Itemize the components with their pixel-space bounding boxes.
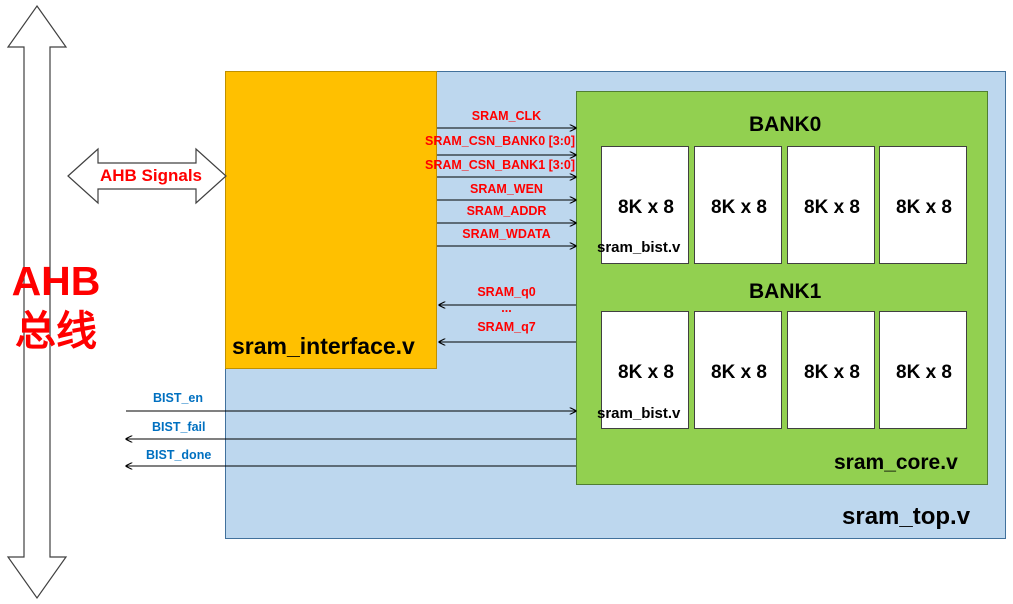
bank1-cell-2-label: 8K x 8 <box>711 362 767 383</box>
bank0-cell-3: 8K x 8 <box>787 146 875 264</box>
signal-sram-clk: SRAM_CLK <box>471 109 542 123</box>
bank0-cell-2-label: 8K x 8 <box>711 197 767 218</box>
signal-sram-csn-bank0: SRAM_CSN_BANK0 [3:0] <box>424 134 576 148</box>
signal-bist-en: BIST_en <box>153 391 204 405</box>
bank1-cell-2: 8K x 8 <box>694 311 782 429</box>
bank1-bist-label: sram_bist.v <box>597 405 681 422</box>
bank0-cell-1-label: 8K x 8 <box>618 197 674 218</box>
signal-sram-wen: SRAM_WEN <box>470 182 543 196</box>
signal-bist-fail: BIST_fail <box>152 420 206 434</box>
bank0-cell-3-label: 8K x 8 <box>804 197 860 218</box>
ahb-bus-label: AHB 总线 <box>11 258 101 354</box>
top-module-label: sram_top.v <box>842 503 971 530</box>
signal-sram-wdata: SRAM_WDATA <box>462 227 551 241</box>
signal-sram-q7: SRAM_q7 <box>477 320 536 334</box>
bank0-bist-label: sram_bist.v <box>597 239 681 256</box>
bank1-cell-3: 8K x 8 <box>787 311 875 429</box>
core-module-label: sram_core.v <box>834 451 958 474</box>
bank1-cell-4-label: 8K x 8 <box>896 362 952 383</box>
bank1-cell-3-label: 8K x 8 <box>804 362 860 383</box>
signal-bist-done: BIST_done <box>146 448 212 462</box>
bank0-cell-2: 8K x 8 <box>694 146 782 264</box>
signal-sram-addr: SRAM_ADDR <box>466 204 547 218</box>
sram-interface-module <box>225 71 437 369</box>
bank1-title: BANK1 <box>749 280 822 303</box>
bank1-cell-1: 8K x 8 <box>601 311 689 429</box>
signal-ellipsis: ... <box>501 301 512 315</box>
signal-sram-q0: SRAM_q0 <box>477 285 536 299</box>
bank1-cell-4: 8K x 8 <box>879 311 967 429</box>
bank1-cell-1-label: 8K x 8 <box>618 362 674 383</box>
bank0-cell-4-label: 8K x 8 <box>896 197 952 218</box>
bank0-cell-4: 8K x 8 <box>879 146 967 264</box>
ahb-signals-arrow <box>67 147 227 205</box>
bank0-title: BANK0 <box>749 113 822 136</box>
interface-module-label: sram_interface.v <box>232 333 415 359</box>
signal-sram-csn-bank1: SRAM_CSN_BANK1 [3:0] <box>424 158 576 172</box>
ahb-bus-arrow <box>6 4 68 600</box>
ahb-signals-label: AHB Signals <box>99 166 203 185</box>
bank0-cell-1: 8K x 8 <box>601 146 689 264</box>
